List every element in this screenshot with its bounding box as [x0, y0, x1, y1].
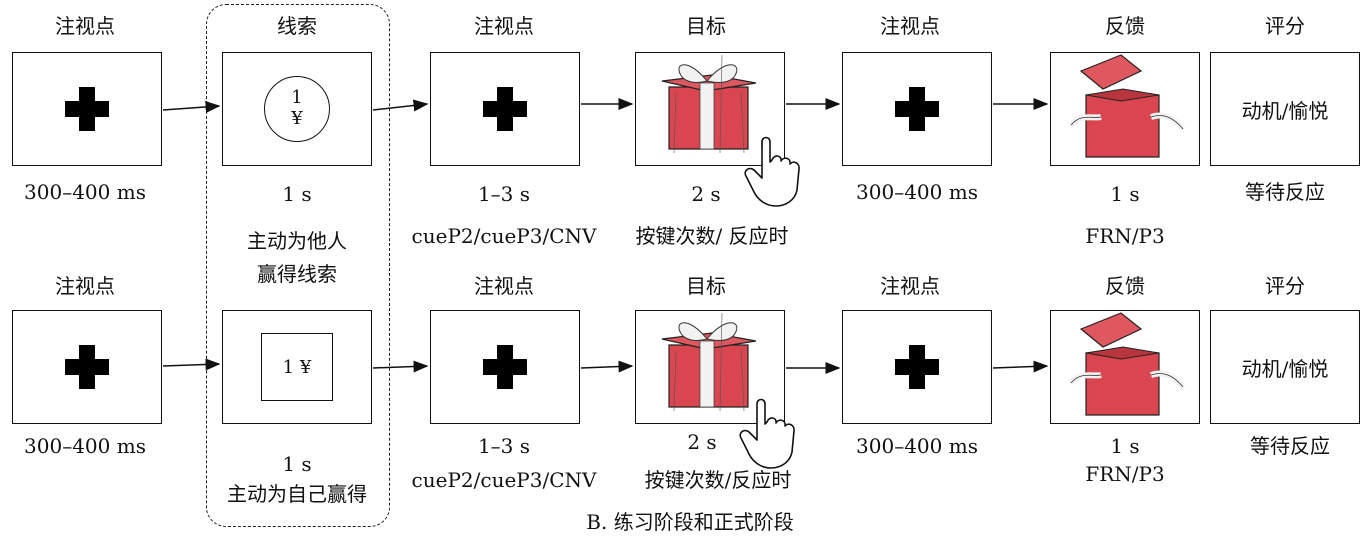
row2-fixation2-screen — [430, 310, 580, 424]
pointing-hand-icon — [739, 398, 795, 469]
row2-fixation2-erp: cueP2/cueP3/CNV — [411, 468, 597, 492]
row2-fixation2-duration: 1–3 s — [477, 434, 531, 458]
row1-cue-title: 线索 — [277, 14, 317, 38]
row2-target-measure: 按键次数/反应时 — [644, 468, 792, 492]
row2-cue-duration: 1 s — [282, 452, 312, 476]
fixation-cross-icon — [483, 87, 527, 131]
row1-target-screen — [635, 52, 785, 166]
coin-amount: 1 — [291, 87, 303, 109]
row1-feedback-screen — [1050, 52, 1200, 166]
figure-caption: B. 练习阶段和正式阶段 — [586, 510, 794, 534]
row1-feedback-duration: 1 s — [1110, 182, 1140, 206]
row1-target-measure: 按键次数/ 反应时 — [635, 224, 789, 248]
row1-rating-screen: 动机/愉悦 — [1210, 52, 1360, 166]
arrow — [992, 360, 1049, 373]
row1-feedback-title: 反馈 — [1105, 14, 1145, 38]
row1-fixation2-erp: cueP2/cueP3/CNV — [411, 224, 597, 248]
row2-rating-title: 评分 — [1265, 274, 1305, 298]
row2-fixation3-title: 注视点 — [880, 274, 940, 298]
arrow — [372, 99, 429, 112]
row1-fixation3-title: 注视点 — [880, 14, 940, 38]
gift-box-icon — [661, 54, 757, 154]
row1-cue-condition-line1: 主动为他人 — [247, 229, 347, 253]
row2-feedback-title: 反馈 — [1105, 274, 1145, 298]
row2-fixation3-duration: 300–400 ms — [856, 434, 978, 458]
coin-cue-icon: 1 ¥ — [264, 76, 330, 142]
row2-feedback-duration: 1 s — [1110, 434, 1140, 458]
arrow — [372, 360, 429, 373]
arrow — [162, 100, 221, 113]
row2-fixation3-screen — [842, 310, 992, 424]
row2-cue-screen: 1 ¥ — [222, 310, 372, 424]
row1-fixation2-screen — [430, 52, 580, 166]
row1-fixation1-title: 注视点 — [55, 14, 115, 38]
square-cue-icon: 1 ¥ — [261, 333, 333, 401]
row1-fixation1-duration: 300–400 ms — [24, 180, 146, 204]
row2-fixation1-title: 注视点 — [55, 274, 115, 298]
open-gift-box-icon — [1068, 54, 1186, 158]
gift-box-icon — [661, 312, 757, 412]
row1-fixation1-screen — [12, 52, 162, 166]
fixation-cross-icon — [65, 87, 109, 131]
row1-fixation3-duration: 300–400 ms — [856, 180, 978, 204]
row2-rating-screen: 动机/愉悦 — [1210, 310, 1360, 424]
arrow — [580, 360, 634, 373]
row1-rating-title: 评分 — [1265, 14, 1305, 38]
row1-fixation2-title: 注视点 — [474, 14, 534, 38]
row2-rating-content: 动机/愉悦 — [1241, 356, 1329, 381]
coin-symbol: ¥ — [291, 108, 303, 129]
row2-fixation1-duration: 300–400 ms — [24, 434, 146, 458]
fixation-cross-icon — [895, 345, 939, 389]
row1-rating-note: 等待反应 — [1245, 180, 1325, 204]
fixation-cross-icon — [895, 87, 939, 131]
arrow — [162, 358, 221, 371]
row2-feedback-screen — [1050, 310, 1200, 424]
row2-fixation1-screen — [12, 310, 162, 424]
fixation-cross-icon — [65, 345, 109, 389]
square-cue-text: 1 ¥ — [282, 356, 312, 378]
row1-cue-condition-line2: 赢得线索 — [257, 262, 337, 286]
row1-target-duration: 2 s — [691, 182, 721, 206]
row2-fixation2-title: 注视点 — [474, 274, 534, 298]
row1-fixation3-screen — [842, 52, 992, 166]
row1-fixation2-duration: 1–3 s — [477, 182, 531, 206]
row2-feedback-erp: FRN/P3 — [1085, 462, 1165, 486]
row1-rating-content: 动机/愉悦 — [1241, 98, 1329, 123]
row1-cue-screen: 1 ¥ — [222, 52, 372, 166]
pointing-hand-icon — [744, 136, 800, 207]
row1-cue-duration: 1 s — [282, 182, 312, 206]
fixation-cross-icon — [483, 345, 527, 389]
row1-target-title: 目标 — [686, 14, 726, 38]
row2-rating-note: 等待反应 — [1250, 434, 1330, 458]
row2-target-title: 目标 — [686, 274, 726, 298]
row1-feedback-erp: FRN/P3 — [1085, 224, 1165, 248]
row2-target-duration: 2 s — [687, 430, 717, 454]
row2-cue-condition: 主动为自己赢得 — [227, 482, 367, 506]
cue-column-group — [206, 4, 390, 527]
open-gift-box-icon — [1068, 312, 1186, 416]
